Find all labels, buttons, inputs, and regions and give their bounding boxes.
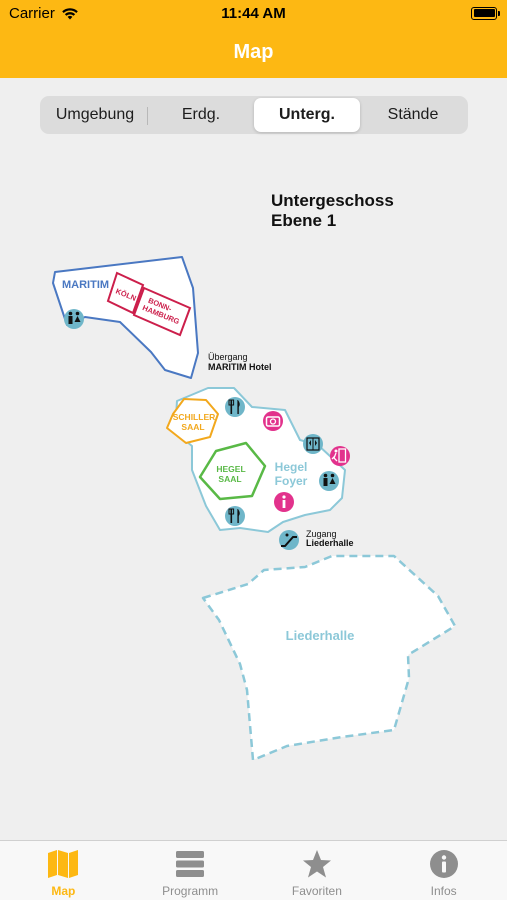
status-bar: Carrier 11:44 AM: [0, 0, 507, 26]
map-heading-line1: Untergeschoss: [271, 191, 394, 210]
hegel-foyer-line1: Hegel: [275, 460, 308, 474]
tab-bar: Map Programm Favoriten Infos: [0, 840, 507, 900]
nav-bar: Map: [0, 26, 507, 78]
hegel-foyer-line2: Foyer: [275, 474, 308, 488]
zugang-line1: Zugang: [306, 529, 337, 539]
room-hegel-saal[interactable]: [198, 441, 267, 501]
elevator-icon[interactable]: [303, 434, 323, 454]
battery-icon: [471, 6, 500, 20]
tab-map[interactable]: Map: [0, 841, 127, 900]
floor-map[interactable]: Untergeschoss Ebene 1 MARITIM KÖLN BONN-…: [0, 140, 507, 840]
tab-programm[interactable]: Programm: [127, 841, 254, 900]
uebergang-line1: Übergang: [208, 352, 248, 362]
toilet-icon[interactable]: [319, 471, 339, 491]
tab-favoriten[interactable]: Favoriten: [254, 841, 381, 900]
floor-segmented-control: Umgebung Erdg. Unterg. Stände: [40, 96, 468, 134]
escalator-icon[interactable]: [279, 530, 299, 550]
room-schiller-saal-line1: SCHILLER: [173, 412, 216, 422]
maritim-label: MARITIM: [62, 279, 109, 291]
wifi-icon: [62, 7, 78, 19]
map-icon: [48, 850, 79, 878]
room-schiller-saal[interactable]: [166, 398, 219, 444]
segment-staende[interactable]: Stände: [387, 106, 439, 123]
room-hegel-saal-line2: SAAL: [218, 474, 241, 484]
emergency-exit-icon[interactable]: [330, 446, 350, 466]
list-icon: [176, 851, 205, 877]
zugang-line2: Liederhalle: [306, 538, 354, 548]
segment-untergeschoss[interactable]: Unterg.: [254, 98, 360, 132]
liederhalle-label: Liederhalle: [286, 628, 355, 643]
restaurant-icon[interactable]: [225, 397, 245, 417]
segment-umgebung[interactable]: Umgebung: [42, 98, 148, 132]
info-point-icon[interactable]: [274, 492, 294, 512]
carrier-label: Carrier: [9, 4, 55, 22]
tab-infos-label: Infos: [430, 884, 457, 898]
room-bonn-hamburg[interactable]: [132, 286, 192, 337]
room-koeln[interactable]: [106, 271, 145, 315]
room-hegel-saal-line1: HEGEL: [216, 464, 245, 474]
room-schiller-saal-line2: SAAL: [181, 422, 204, 432]
tab-favoriten-label: Favoriten: [291, 884, 342, 898]
star-icon: [302, 850, 331, 878]
segment-erdgeschoss[interactable]: Erdg.: [181, 106, 221, 123]
page-title: Map: [233, 40, 274, 63]
info-icon: [429, 850, 458, 878]
tab-programm-label: Programm: [162, 884, 219, 898]
uebergang-line2: MARITIM Hotel: [208, 362, 272, 372]
toilet-icon[interactable]: [64, 309, 84, 329]
camera-icon[interactable]: [263, 411, 283, 431]
liederhalle-area[interactable]: [201, 554, 457, 762]
map-heading-line2: Ebene 1: [271, 211, 336, 230]
tab-infos[interactable]: Infos: [380, 841, 507, 900]
restaurant-icon[interactable]: [225, 506, 245, 526]
tab-map-label: Map: [51, 884, 76, 898]
